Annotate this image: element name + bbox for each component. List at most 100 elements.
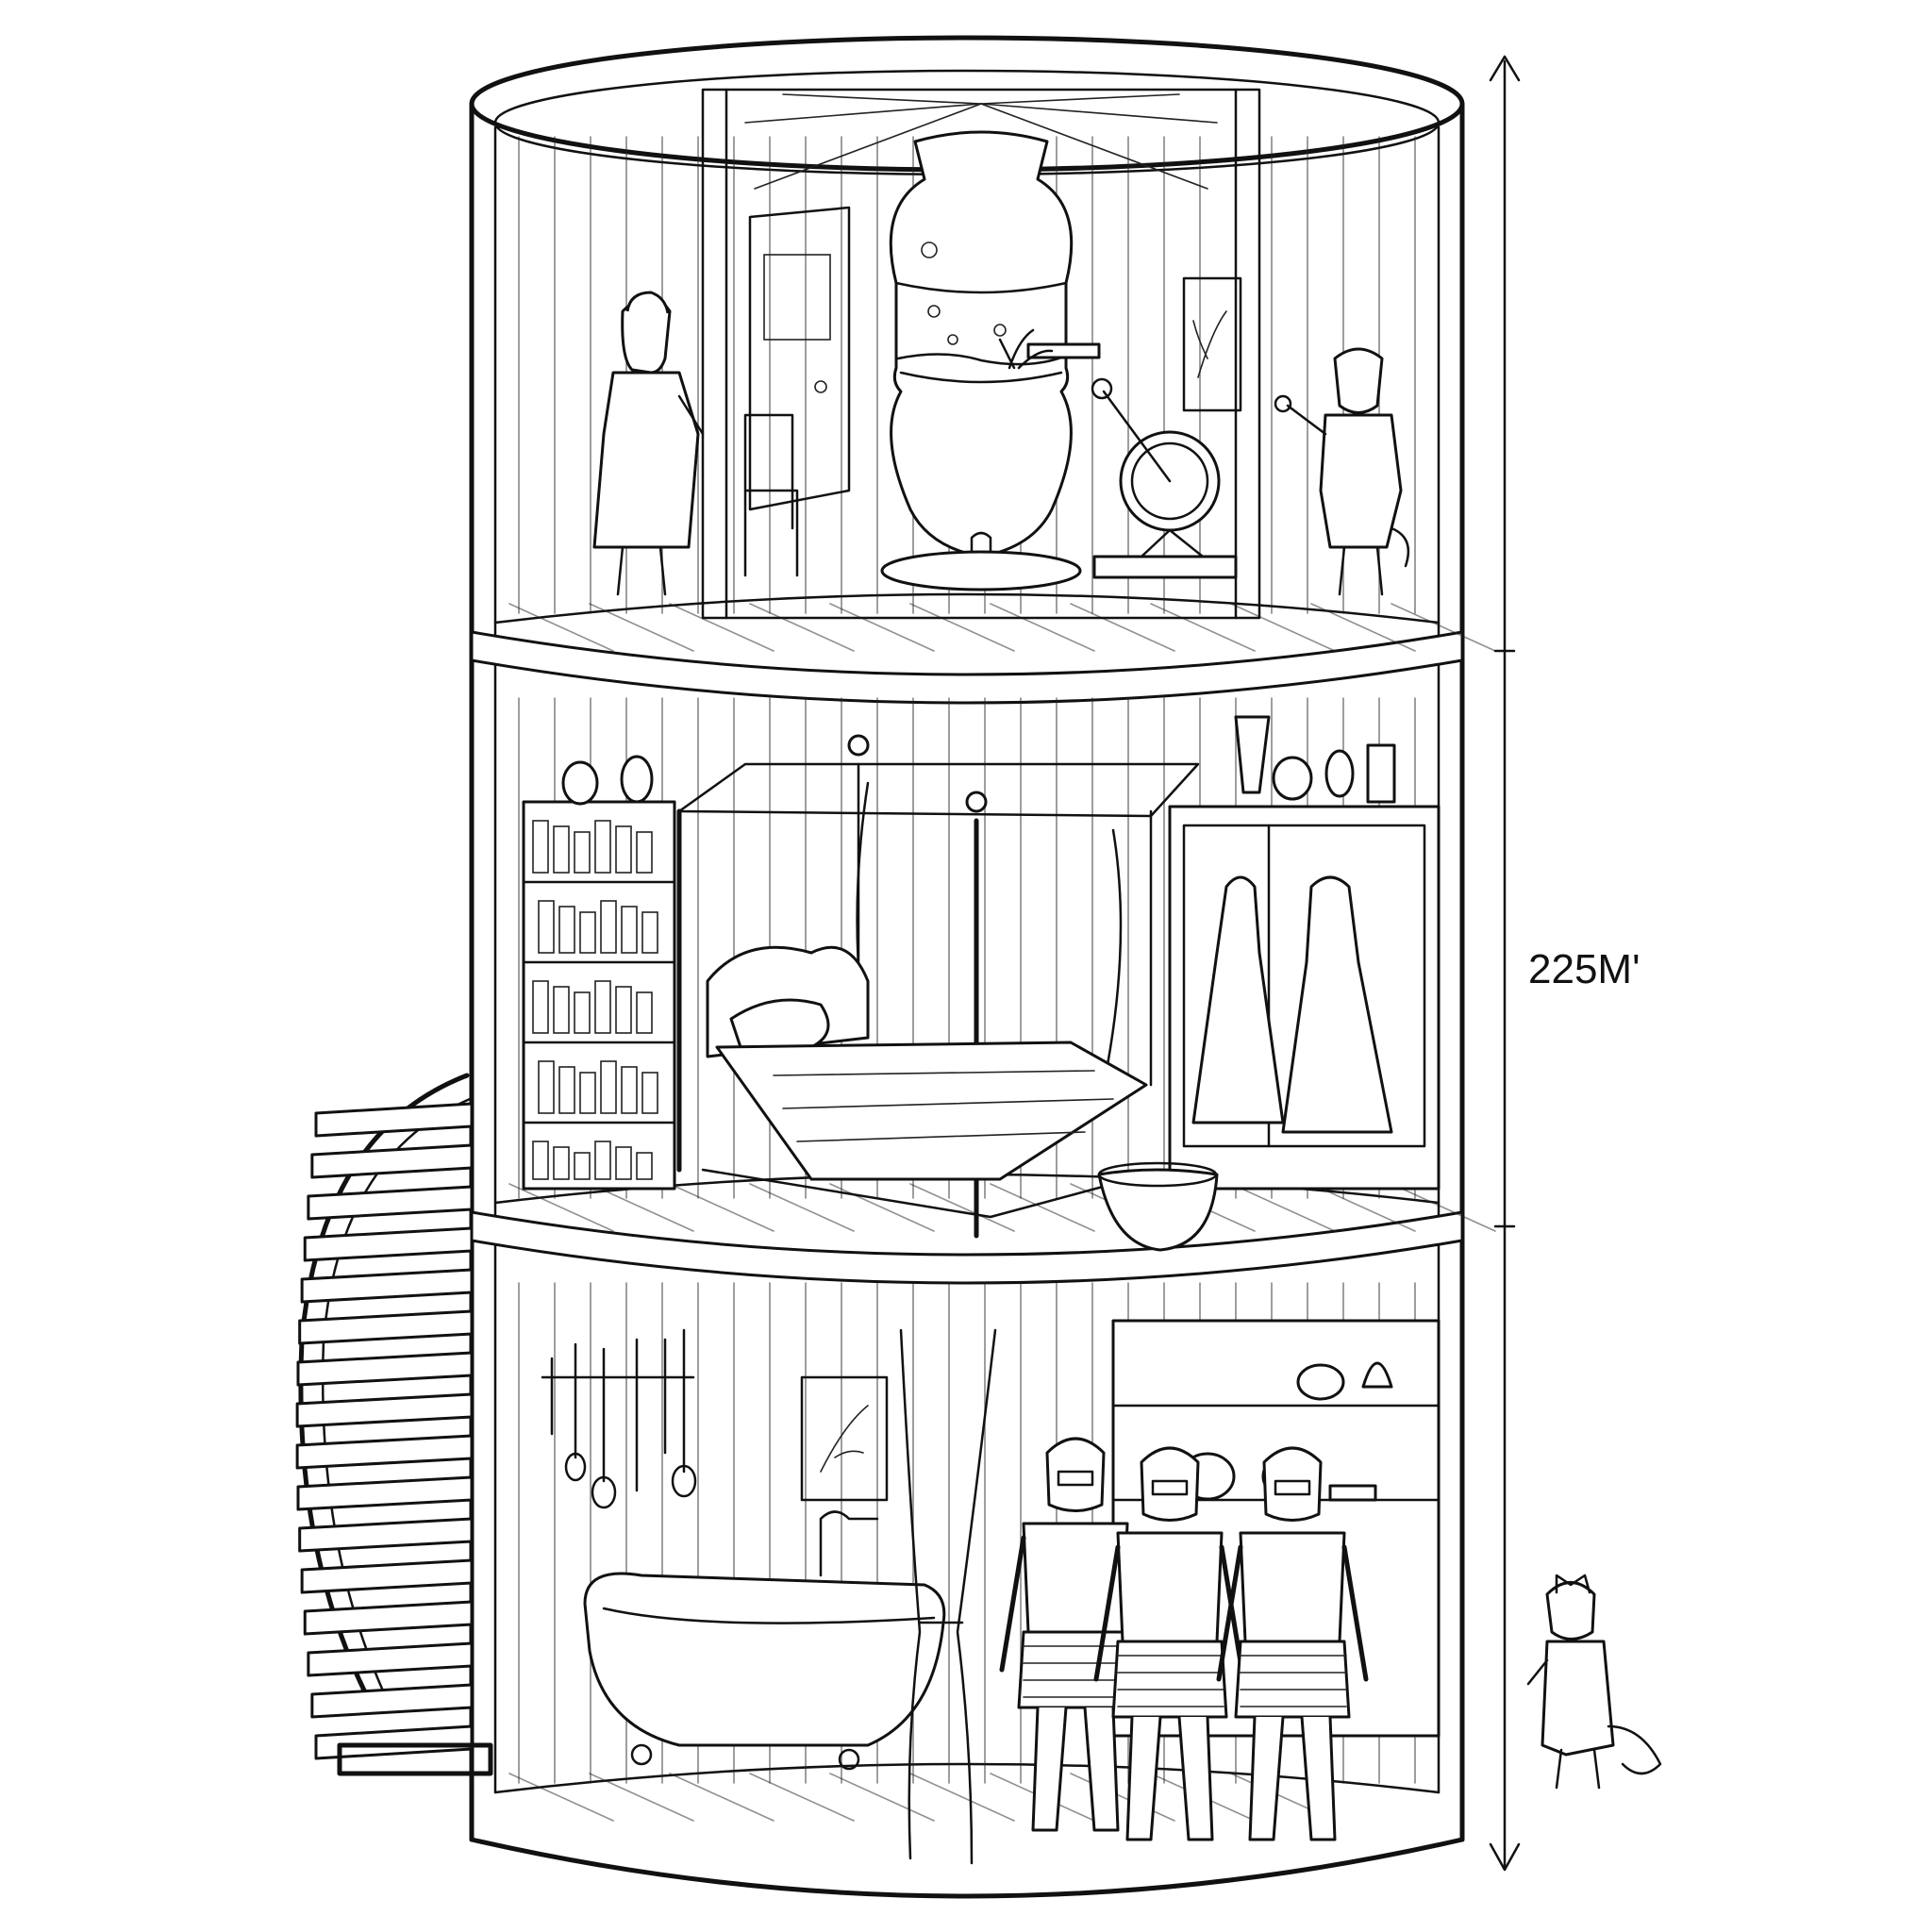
book [636,1152,653,1180]
book [594,1141,611,1180]
middle-floor-bedroom [522,715,1441,1252]
knight-helmet [1045,1437,1106,1512]
spiral-staircase [295,1073,493,1776]
doorway [748,206,851,511]
height-label: 225M' [1528,946,1640,992]
book [615,825,632,874]
figure-arm [1286,404,1327,436]
door-panel [763,254,831,341]
dress-left [1191,875,1285,1124]
banjo-peg [1091,377,1113,400]
chair [743,413,799,577]
armored-knight [1093,1446,1246,1841]
book [579,1072,596,1114]
floor-board-line [749,1183,855,1232]
dimension-arrow-bottom [1489,1842,1521,1872]
knight-arm-left [1216,1544,1243,1682]
book [574,991,591,1034]
floor-board-line [1230,603,1336,652]
knight-breastplate [1239,1531,1346,1643]
floor-board-line [508,1773,614,1822]
floor-board-line [1150,603,1256,652]
bathtub-rim [602,1607,936,1624]
book [574,1152,591,1180]
banjo-neck [1102,390,1172,483]
floor-board-line [508,603,614,652]
bed-blanket [715,1041,1148,1181]
book [574,831,591,874]
rug [701,1168,1115,1219]
dimension-arrow-top [1489,55,1521,82]
knight-helmet [1262,1446,1323,1522]
picture-plant [1192,310,1227,378]
knight-helmet [1140,1446,1200,1522]
book [621,906,638,954]
book [579,911,596,954]
book [641,911,658,954]
bed-finial [847,734,870,757]
outside-small-figure [1526,1574,1662,1790]
floor-board-line [508,1183,614,1232]
door-knob [814,380,827,393]
blanket-stripes [773,1070,1114,1142]
floor-board-line [589,1773,694,1822]
four-poster-bed [676,734,1200,1239]
banjo-head [1130,441,1209,521]
top-alcove-frame [701,88,1261,620]
figure-leg-left [1338,545,1346,596]
wardrobe-doors [1182,824,1426,1148]
figure-leg-right [1375,545,1384,596]
figure-left-top [592,291,705,596]
knight-visor [1057,1470,1094,1487]
bed-curtains [856,781,1181,1087]
urn-spout [1026,342,1101,359]
book [600,1060,617,1114]
knight-chainmail-skirt [1111,1640,1228,1719]
jars-left [561,755,654,806]
book [621,1066,638,1114]
stair-step [295,1434,474,1470]
floor-board-line [589,603,694,652]
book [641,1072,658,1114]
bookshelf-shelves [522,880,676,1124]
floor-board-line [990,603,1095,652]
knight-leg-left [1031,1707,1068,1832]
figure-coat [1541,1640,1615,1757]
curtain [899,1328,997,1865]
bed-canopy [677,762,1200,818]
book [532,980,549,1034]
knight-leg-right [1177,1716,1214,1841]
floor-board-line [990,1183,1095,1232]
figure-leg-right [1592,1748,1601,1790]
figure-tail [1390,526,1410,568]
stair-step [300,1268,474,1304]
knight-leg-left [1248,1716,1285,1841]
figure-right-top [1274,347,1410,596]
floor-slab-top [470,630,1464,705]
banjo-stand [1092,555,1238,579]
book [615,986,632,1034]
book [600,900,617,954]
stair-step [310,1143,474,1179]
stair-step [310,1683,474,1719]
book [636,831,653,874]
stair-step [314,1724,474,1760]
urn-liquid-line [896,353,1066,366]
knight-leg-right [1083,1707,1120,1832]
stair-step [307,1185,474,1221]
stair-step [298,1309,474,1345]
floor-board-line [589,1183,694,1232]
book [558,906,575,954]
book [558,1066,575,1114]
framed-picture-top [1182,276,1242,412]
knight-leg-right [1300,1716,1337,1841]
book [553,1146,570,1180]
book [553,986,570,1034]
urn-bubbles [921,242,1007,345]
clawfoot-bathtub [583,1572,946,1747]
bathtub-feet [630,1743,860,1771]
urn-base [880,550,1082,591]
figure-head [1545,1581,1596,1641]
knight-visor [1151,1479,1189,1496]
